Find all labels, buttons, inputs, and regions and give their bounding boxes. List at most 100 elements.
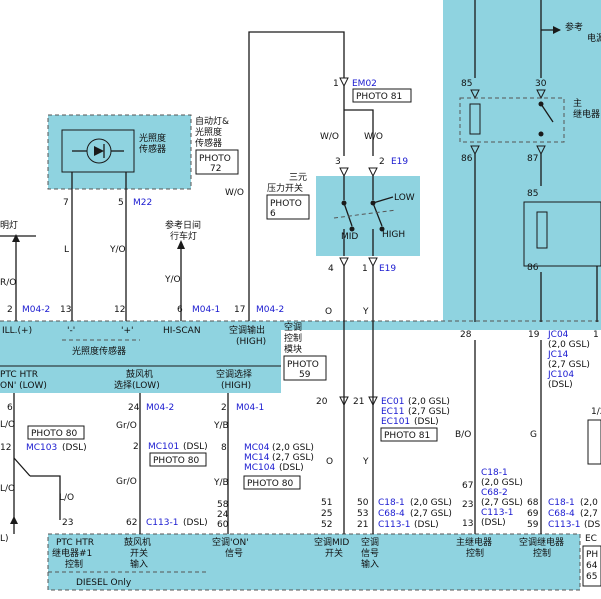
- photo-sensor-body: [61, 129, 135, 173]
- ecm-label-ptc-1: PTC HTR: [56, 538, 94, 548]
- photo80-label-fan: PHOTO 80: [153, 456, 199, 466]
- connector-c113-1-g: C113-1: [548, 520, 580, 530]
- wire-wo-main: [248, 31, 345, 321]
- photo80-box-right: [243, 475, 301, 490]
- pin-1-switch: 1: [362, 264, 368, 274]
- relay-pin85-symbol: [470, 89, 480, 100]
- wire-color-y-1: Y: [362, 307, 369, 317]
- pin-5: 5: [118, 198, 124, 208]
- wire-color-gro-1: Gr/O: [116, 421, 137, 431]
- switch-blade-low: [372, 196, 394, 204]
- photo6-label-2: 6: [270, 209, 276, 219]
- wire-color-lo-3: L/O: [59, 493, 74, 503]
- c68-4-g-variant: (2,7 GSL): [580, 509, 601, 519]
- ecm-label-acmid-2: 开关: [325, 547, 343, 559]
- switch-low-label: LOW: [394, 193, 415, 203]
- connector-jc04: JC04: [547, 330, 569, 340]
- connector-c18-1-g: C18-1: [548, 498, 575, 508]
- label-plus: '+': [121, 326, 134, 336]
- connector-ec11: EC11: [381, 407, 404, 417]
- pin-2-fan: 2: [133, 442, 139, 452]
- connector-c113-1-fan: C113-1: [146, 518, 178, 528]
- pin-87: 87: [527, 154, 538, 164]
- label-ac-output: 空调输出: [229, 324, 265, 336]
- wire-color-l: L: [64, 245, 69, 255]
- wire-color-bo: B/O: [455, 430, 471, 440]
- sensor-inner-label-2: 传感器: [139, 143, 166, 155]
- ac-relay-coil: [536, 211, 548, 249]
- wire-color-yb-1: Y/B: [213, 421, 229, 431]
- photo59-label-1: PHOTO: [287, 360, 319, 370]
- c68-2-variant: (2,7 GSL): [481, 498, 523, 508]
- wire-color-wo-3: W/O: [364, 132, 383, 142]
- photo80-box-left: [27, 425, 85, 440]
- label-ptc-1: PTC HTR: [0, 370, 38, 380]
- connector-mc103: MC103: [26, 443, 57, 453]
- label-hiscan: HI-SCAN: [163, 326, 201, 336]
- connector-e19-bottom: E19: [379, 264, 396, 274]
- pressure-switch-label-1: 三元: [289, 173, 307, 183]
- photo81-box-bottom: [380, 427, 438, 442]
- pin-12-ptc: 12: [0, 443, 11, 453]
- connector-c113-1-bo: C113-1: [481, 508, 513, 518]
- diesel-only-label: DIESEL Only: [76, 578, 132, 588]
- ac-module-label-2: 控制: [284, 332, 302, 344]
- connector-m22: M22: [133, 198, 152, 208]
- wire-color-yo-1: Y/O: [109, 245, 126, 255]
- photo80-label-left: PHOTO 80: [31, 429, 77, 439]
- pressure-switch-block: [316, 176, 420, 256]
- drl-ref-label-1: 参考日间: [165, 219, 201, 231]
- photo6-box: [266, 194, 310, 220]
- connector-em02: EM02: [352, 79, 377, 89]
- ac-module-label-1: 空调: [284, 321, 302, 333]
- drl-arrow-icon: [177, 240, 185, 249]
- c18-1-g-variant: (2,0 GSL): [580, 498, 601, 508]
- ph-cut-label: PH: [586, 550, 598, 560]
- ecm-label-acsig-1: 空调: [361, 536, 379, 548]
- pin-4: 4: [328, 264, 334, 274]
- switch-pin3-symbol: [339, 167, 349, 178]
- ec-pin21-symbol: [368, 396, 378, 407]
- c113-1-fan-variant: (DSL): [183, 518, 208, 528]
- switch-blade-mid: [343, 202, 353, 227]
- ec-cut-label: EC: [585, 534, 597, 544]
- ecm-label-acmid-1: 空调MID: [314, 536, 349, 548]
- pin-13: 13: [60, 305, 71, 315]
- ecm-label-ptc-2: 继电器#1: [52, 547, 92, 559]
- ec11-variant: (2,7 GSL): [408, 407, 450, 417]
- label-ac-output-high: (HIGH): [236, 337, 266, 347]
- pin-3: 3: [335, 157, 341, 167]
- ptc-arrow-icon: [10, 516, 18, 524]
- mc14-variant: (2,7 GSL): [272, 453, 314, 463]
- switch-pin1-symbol: [368, 257, 378, 268]
- label-acsel-2: (HIGH): [221, 381, 251, 391]
- mc101-variant: (DSL): [183, 442, 208, 452]
- connector-mc101: MC101: [148, 442, 179, 452]
- label-acsel-1: 空调选择: [216, 368, 252, 380]
- auto-light-title-3: 传感器: [195, 137, 222, 149]
- switch-pin4-symbol: [339, 257, 349, 268]
- pin-58: 58: [217, 500, 229, 510]
- n65-label: 65: [586, 572, 597, 582]
- pin-24: 24: [128, 403, 140, 413]
- main-relay-coil: [469, 103, 481, 135]
- label-fan-2: 选择(LOW): [114, 379, 160, 391]
- ecm-label-fan-2: 开关: [130, 547, 148, 559]
- pin-85-top: 85: [461, 79, 472, 89]
- pin-2-switch: 2: [379, 157, 385, 167]
- connector-ec101: EC101: [381, 417, 410, 427]
- connector-mc104: MC104: [244, 463, 276, 473]
- c68-4-y-variant: (2,7 GSL): [410, 509, 452, 519]
- c18-1-bo-variant: (2,0 GSL): [481, 478, 523, 488]
- pin-7: 7: [63, 198, 69, 208]
- ec-pin20-symbol: [339, 396, 349, 407]
- photo-diode-icon: [94, 146, 104, 156]
- connector-m04-2-out: M04-2: [256, 305, 284, 315]
- connector-jc104: JC104: [547, 370, 574, 380]
- relay-pin86-symbol: [470, 145, 480, 156]
- ecm-label-fan-3: 输入: [130, 558, 148, 570]
- pin-59: 59: [527, 520, 539, 530]
- switch-high-label: HIGH: [382, 230, 405, 240]
- relay-pin30-symbol: [536, 89, 546, 100]
